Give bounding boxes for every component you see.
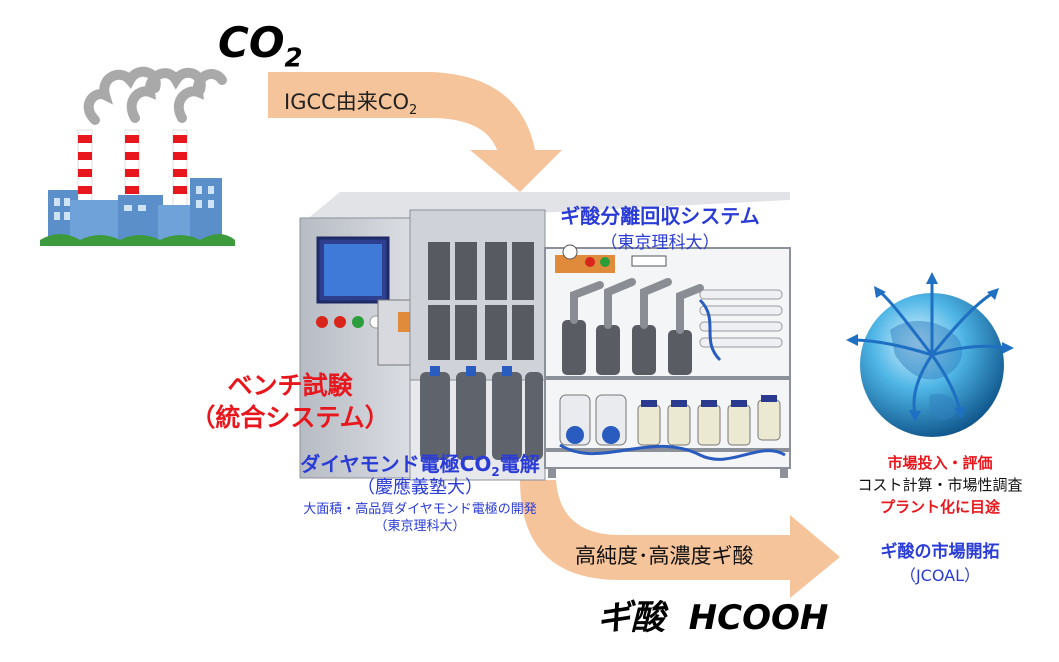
market-line-2: コスト計算・市場性調査: [857, 476, 1023, 494]
market-line-1: 市場投入・評価: [887, 454, 993, 472]
electrode-development-org: （東京理科大）: [374, 519, 466, 534]
globe-icon: [846, 272, 1014, 437]
separation-system-org: （東京理科大）: [600, 233, 720, 253]
market-development-title: ギ酸の市場開拓: [880, 542, 1000, 562]
market-line-3: プラント化に目途: [879, 498, 1000, 516]
electrolysis-org: （慶應義塾大）: [357, 477, 483, 498]
output-arrow: [520, 480, 840, 598]
bench-test-title: ベンチ試験: [227, 371, 353, 400]
input-arrow: [268, 72, 562, 192]
bench-test-subtitle: （統合システム）: [190, 403, 390, 432]
market-development-org: （JCOAL）: [899, 566, 981, 585]
high-purity-label: 高純度･高濃度ギ酸: [575, 544, 754, 568]
electrode-development-label: 大面積・高品質ダイヤモンド電極の開発: [303, 502, 537, 517]
diamond-electrolysis-title: ダイヤモンド電極CO2電解: [300, 452, 540, 479]
formic-acid-label: ギ酸 HCOOH: [597, 598, 829, 638]
co2-title: CO2: [218, 18, 303, 74]
plant-equipment-illustration: [299, 192, 791, 481]
separation-system-title: ギ酸分離回収システム: [560, 204, 760, 228]
igcc-co2-label: IGCC由来CO2: [284, 90, 418, 119]
factory-icon: [40, 66, 235, 246]
